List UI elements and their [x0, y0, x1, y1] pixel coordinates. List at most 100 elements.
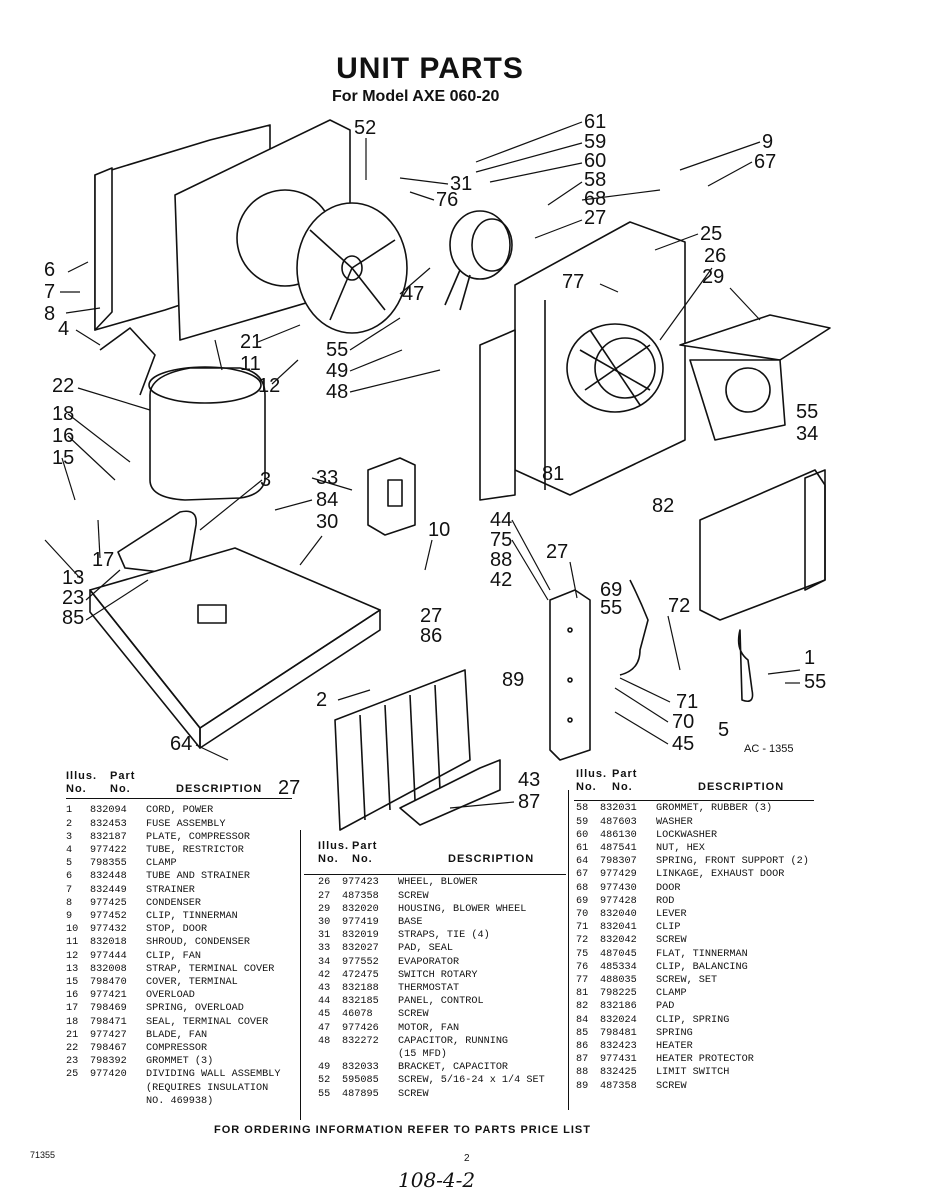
part-description: CLIP, BALANCING: [656, 961, 748, 973]
part-number: 832024: [600, 1014, 637, 1026]
part-description: GROMMET, RUBBER (3): [656, 803, 773, 815]
part-description: STRAINER: [146, 884, 195, 896]
illus-number: [66, 1095, 90, 1108]
illus-number: 45: [318, 1009, 331, 1021]
illus-number: 42: [318, 969, 331, 981]
part-number: 798481: [600, 1027, 637, 1039]
callout: 17: [92, 549, 114, 571]
callout: 33: [316, 467, 338, 489]
part-description: PAD: [656, 1001, 675, 1013]
illus-number: 29: [318, 903, 331, 915]
table-header: No. No. DESCRIPTION: [576, 781, 846, 794]
part-description: GROMMET (3): [146, 1056, 214, 1068]
illus-number: 68: [576, 882, 589, 894]
callout: 31: [450, 173, 472, 195]
heater-drawing: [334, 669, 471, 831]
part-number: 832033: [342, 1062, 379, 1074]
callout: 71: [676, 691, 698, 713]
part-description: NO. 469938): [146, 1095, 214, 1107]
illus-number: 60: [576, 829, 589, 841]
callout: 49: [326, 360, 348, 382]
part-description: HEATER PROTECTOR: [656, 1054, 754, 1066]
callout: 82: [652, 495, 674, 517]
illus-number: 47: [318, 1022, 331, 1034]
callout: 43: [518, 769, 540, 791]
illus-number: 17: [66, 1003, 79, 1015]
table-header: No. No. DESCRIPTION: [66, 783, 306, 796]
part-number: 832027: [342, 943, 379, 955]
header-no: No.: [576, 781, 597, 794]
callout: 52: [354, 117, 376, 139]
illus-number: 87: [576, 1054, 589, 1066]
part-description: CONDENSER: [146, 897, 202, 909]
callout: 23: [62, 587, 84, 609]
part-number: 832187: [90, 831, 127, 843]
illus-number: 55: [318, 1088, 331, 1100]
illus-number: 30: [318, 917, 331, 929]
part-number: 977452: [90, 911, 127, 923]
callout: 7: [44, 281, 55, 303]
header-illus: Illus.: [576, 768, 608, 780]
illus-number: 7: [66, 884, 73, 896]
part-description: TUBE AND STRAINER: [146, 871, 250, 883]
part-number: 832008: [90, 963, 127, 975]
illus-number: 61: [576, 843, 589, 855]
part-number: 832041: [600, 922, 637, 934]
illus-number: 4: [66, 845, 73, 857]
table-left-rule-top: [66, 798, 292, 799]
restrictor-tube-drawing: [99, 327, 156, 396]
callout: 68: [584, 188, 606, 210]
part-number: 977431: [600, 1054, 637, 1066]
callout: 59: [584, 131, 606, 153]
part-description: SEAL, TERMINAL COVER: [146, 1016, 269, 1028]
part-number: 832449: [90, 884, 127, 896]
part-number: 487895: [342, 1088, 379, 1100]
callout-labels: 61 59 60 58 68 27 9 67 52 31 76 25 26 29…: [44, 111, 826, 813]
part-number: 977552: [342, 956, 379, 968]
part-number: 488035: [600, 975, 637, 987]
table-header: Illus. Part: [576, 768, 846, 781]
callout: 76: [436, 189, 458, 211]
part-number: [342, 1048, 398, 1061]
rod-drawing: [619, 579, 649, 676]
part-description: STRAPS, TIE (4): [398, 930, 490, 942]
illus-number: 85: [576, 1027, 589, 1039]
part-description: WASHER: [656, 816, 693, 828]
callout: 61: [584, 111, 606, 133]
part-description: EVAPORATOR: [398, 956, 460, 968]
part-description: SCREW: [398, 1009, 429, 1021]
part-description: WHEEL, BLOWER: [398, 877, 478, 889]
part-number: 487541: [600, 843, 637, 855]
callout: 81: [542, 463, 564, 485]
table-right-rule-left: [568, 790, 569, 1110]
part-number: 832188: [342, 983, 379, 995]
part-number: 798469: [90, 1003, 127, 1015]
part-description: SCREW: [398, 890, 429, 902]
part-number: 832185: [342, 996, 379, 1008]
part-number: 487358: [342, 890, 379, 902]
header-no: No.: [110, 783, 131, 796]
callout: 69: [600, 579, 622, 601]
part-description: BASE: [398, 917, 423, 929]
header-description: DESCRIPTION: [176, 783, 263, 796]
diagram-code: AC - 1355: [744, 743, 794, 755]
callout: 85: [62, 607, 84, 629]
part-number: [90, 1082, 146, 1095]
callout: 55: [600, 597, 622, 619]
part-description: FLAT, TINNERMAN: [656, 948, 748, 960]
illus-number: 52: [318, 1075, 331, 1087]
